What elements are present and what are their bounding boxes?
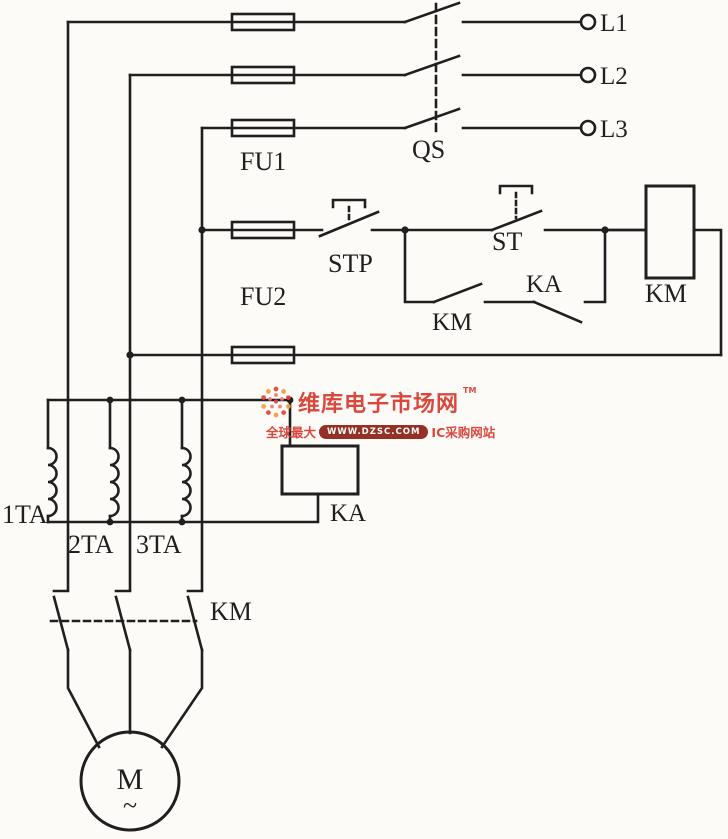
terminal-l2 xyxy=(579,66,597,84)
st-button-head xyxy=(498,184,534,195)
label-l2: L2 xyxy=(600,63,628,90)
label-fu1: FU1 xyxy=(240,147,286,176)
label-l3: L3 xyxy=(600,116,628,143)
ka-contact-blade xyxy=(532,300,583,324)
ta2-secondary-winding xyxy=(108,446,120,518)
stp-button-head xyxy=(331,198,367,209)
label-st: ST xyxy=(492,227,522,256)
motor-feeders xyxy=(66,648,204,749)
km-coil-circuit xyxy=(128,184,723,357)
km-main-contacts xyxy=(49,589,204,652)
ka-coil xyxy=(280,444,360,496)
label-km-aux: KM xyxy=(432,309,472,336)
label-fu2: FU2 xyxy=(240,282,286,311)
stp-contact-blade xyxy=(318,210,380,238)
fuse-fu1-pole2 xyxy=(230,65,296,85)
phase-vertical-buses xyxy=(66,20,204,592)
ta1-secondary-winding xyxy=(46,446,58,518)
qs-blade-pole1 xyxy=(403,1,461,24)
qs-blade-pole2 xyxy=(403,54,461,77)
fuse-fu1-pole3 xyxy=(230,118,296,138)
label-km-coil: KM xyxy=(645,279,687,308)
control-rung xyxy=(200,184,648,238)
label-qs: QS xyxy=(412,135,445,164)
fuse-fu1-pole1 xyxy=(230,12,296,32)
phase-line-l1 xyxy=(66,1,597,31)
label-l1: L1 xyxy=(600,10,628,37)
terminal-l1 xyxy=(579,13,597,31)
motor-symbol xyxy=(79,730,181,832)
st-contact-blade xyxy=(490,209,543,232)
km-main-contact-pole2 xyxy=(114,589,132,652)
current-transformers xyxy=(46,398,320,524)
label-3ta: 3TA xyxy=(136,530,182,559)
phase-line-l3 xyxy=(200,107,597,137)
km-aux-contact-blade xyxy=(432,282,483,304)
km-main-contact-pole3 xyxy=(186,589,204,652)
label-km-main: KM xyxy=(210,597,252,626)
label-ka-coil: KA xyxy=(330,500,366,527)
label-stp: STP xyxy=(328,249,373,278)
km-main-contact-pole1 xyxy=(52,589,70,652)
label-ka-contact: KA xyxy=(526,271,562,298)
qs-blade-pole3 xyxy=(403,107,461,130)
km-coil xyxy=(644,184,696,280)
phase-line-l2 xyxy=(128,54,597,84)
label-2ta: 2TA xyxy=(68,530,114,559)
label-1ta: 1TA xyxy=(2,500,48,529)
ta-secondary-top-bus xyxy=(46,398,292,448)
label-motor-ac: ~ xyxy=(123,791,137,820)
fuse-group-fu1 xyxy=(230,12,296,138)
ta3-secondary-winding xyxy=(180,446,192,518)
label-motor: M xyxy=(117,763,144,796)
latch-branch xyxy=(403,228,607,324)
ta-secondary-top-leads xyxy=(46,398,184,450)
terminal-l3 xyxy=(579,119,597,137)
